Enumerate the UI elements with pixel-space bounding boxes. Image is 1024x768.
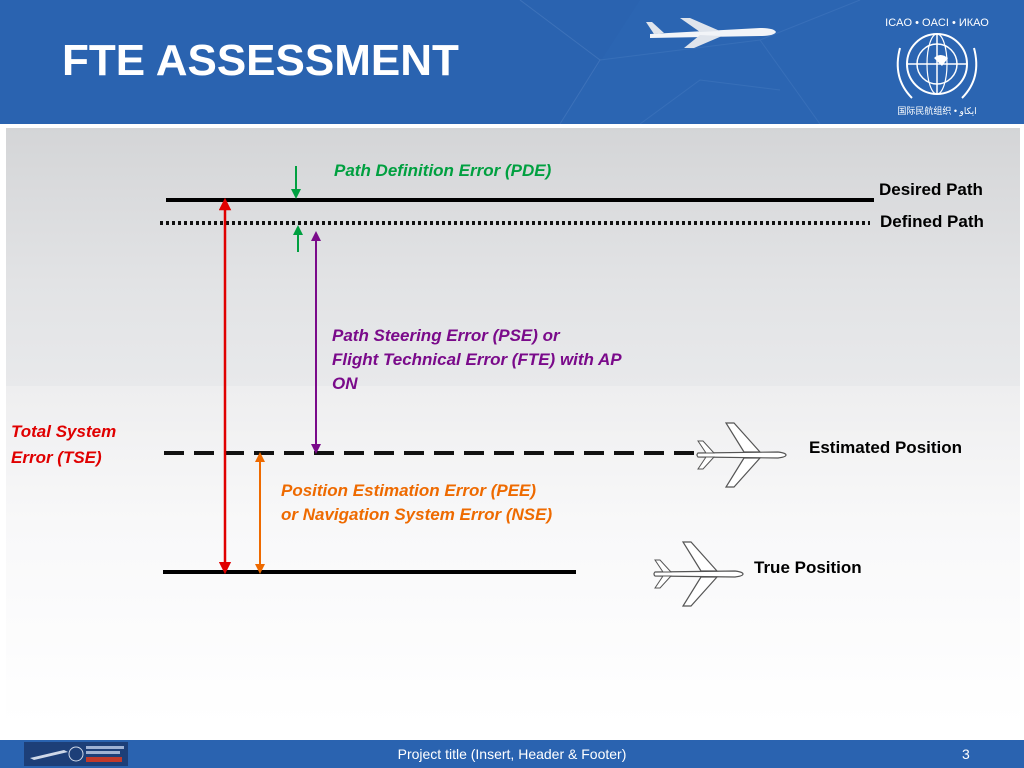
airplane-true-icon xyxy=(653,541,744,607)
pse-label-line3: ON xyxy=(332,374,358,393)
logo-text-bottom: 国际民航组织 • ايكاو xyxy=(897,105,976,117)
icao-logo: ICAO • OACI • ИКАО 国际民航组织 • ايكاو xyxy=(885,17,989,117)
footer-text: Project title (Insert, Header & Footer) xyxy=(397,746,627,762)
fte-diagram xyxy=(160,166,874,607)
pee-label-line1: Position Estimation Error (PEE) xyxy=(281,481,537,500)
upper-panel-background xyxy=(6,128,1020,386)
defined-path-label: Defined Path xyxy=(880,212,984,231)
estimated-position-label: Estimated Position xyxy=(809,438,963,457)
page-title: FTE ASSESSMENT xyxy=(62,36,459,85)
logo-text-top: ICAO • OACI • ИКАО xyxy=(885,17,989,29)
slide-header: FTE ASSESSMENT ICAO • OACI • ИКАО 国际民航组织… xyxy=(0,0,1024,124)
desired-path-label: Desired Path xyxy=(879,180,983,199)
pee-label-line2: or Navigation System Error (NSE) xyxy=(281,505,553,524)
pde-label: Path Definition Error (PDE) xyxy=(334,161,552,180)
symposium-logo xyxy=(24,742,128,766)
pse-label-line1: Path Steering Error (PSE) or xyxy=(332,326,560,345)
airplane-estimated-icon xyxy=(696,422,787,488)
tse-label-line1: Total System xyxy=(11,422,117,441)
page-number: 3 xyxy=(962,746,970,762)
pse-label-line2: Flight Technical Error (FTE) with AP xyxy=(332,350,622,369)
airplane-banner-icon xyxy=(646,18,776,48)
lower-panel-background xyxy=(6,386,1020,726)
tse-label-line2: Error (TSE) xyxy=(11,448,102,467)
slide-footer: Project title (Insert, Header & Footer) … xyxy=(0,740,1024,768)
true-position-label: True Position xyxy=(754,558,862,577)
